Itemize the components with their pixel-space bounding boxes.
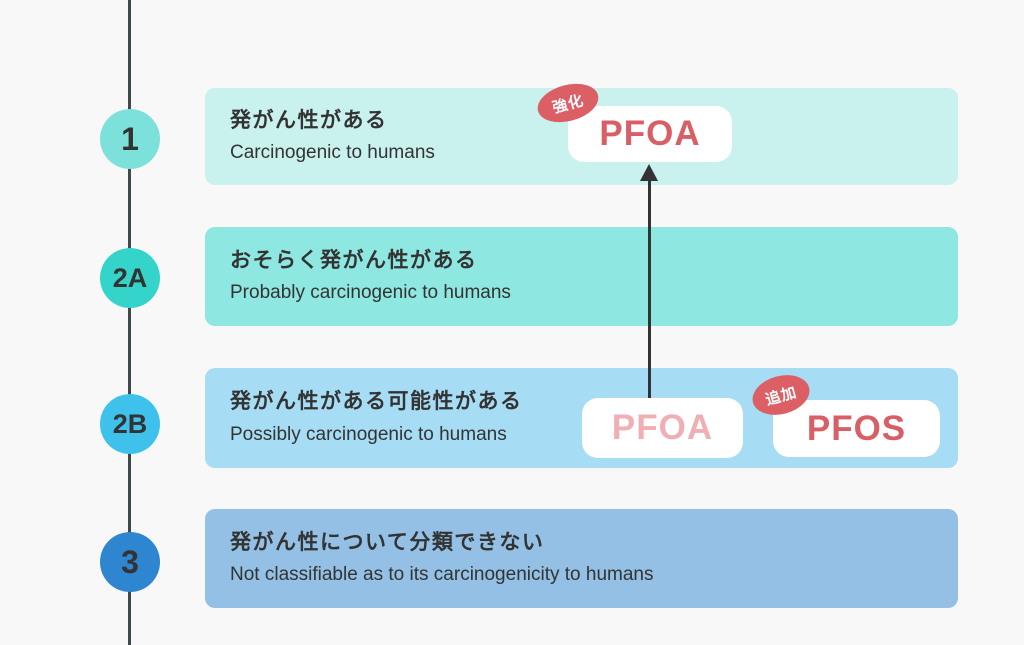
group-1-title-en: Carcinogenic to humans (230, 142, 435, 164)
added-badge-label: 追加 (763, 383, 799, 409)
group-3-marker-label: 3 (121, 543, 139, 580)
group-2b-title-jp: 発がん性がある可能性がある (230, 390, 523, 414)
group-1-marker-label: 1 (121, 120, 139, 157)
pfoa-pill-group-2b: PFOA (582, 398, 743, 458)
timeline-line (128, 0, 131, 645)
group-2a-marker: 2A (100, 248, 160, 308)
group-3-title-en: Not classifiable as to its carcinogenici… (230, 564, 654, 586)
pfoa-pill-group-2b-label: PFOA (611, 408, 714, 447)
pfos-pill-group-2b-label: PFOS (806, 408, 907, 448)
group-3-marker: 3 (100, 532, 160, 592)
pfoa-pill-group-1-label: PFOA (599, 114, 701, 153)
upgrade-arrow-head-icon (640, 164, 658, 181)
group-3-title-jp: 発がん性について分類できない (230, 530, 545, 554)
group-2b-marker-label: 2B (112, 408, 148, 439)
band-group-3: 発がん性について分類できない Not classifiable as to it… (205, 509, 958, 608)
pfoa-pill-group-1: PFOA (568, 106, 732, 162)
group-2b-title-en: Possibly carcinogenic to humans (230, 423, 507, 445)
strengthened-badge-label: 強化 (550, 91, 586, 117)
band-group-2a: おそらく発がん性がある Probably carcinogenic to hum… (205, 227, 958, 326)
pfos-pill-group-2b: PFOS (773, 400, 940, 457)
upgrade-arrow-shaft (648, 180, 651, 402)
group-1-marker: 1 (100, 109, 160, 169)
group-2b-marker: 2B (100, 394, 160, 454)
group-2a-title-jp: おそらく発がん性がある (230, 248, 478, 272)
group-2a-title-en: Probably carcinogenic to humans (230, 282, 511, 304)
group-2a-marker-label: 2A (112, 262, 148, 293)
group-1-title-jp: 発がん性がある (230, 108, 388, 132)
